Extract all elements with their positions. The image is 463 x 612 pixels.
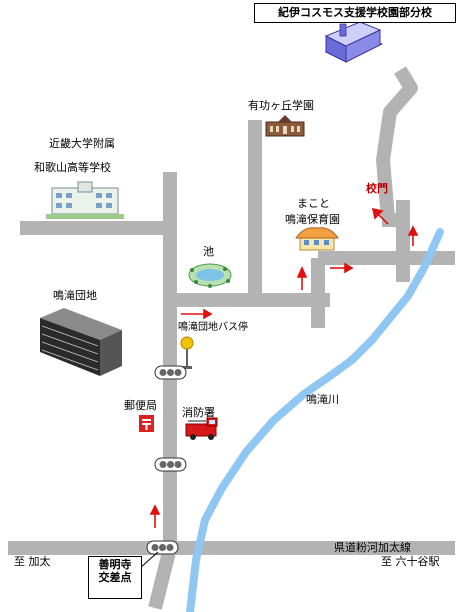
crossing-label-box: 善明寺 交差点 [88, 556, 142, 599]
nursery-building-icon [295, 227, 339, 251]
bus-stop-sign-icon [180, 336, 194, 369]
signal-busstop [154, 365, 187, 380]
arrow-north-nursery [296, 266, 308, 290]
arrow-east-road [330, 262, 354, 274]
label-school-gate: 校門 [366, 182, 388, 195]
crossing-label-line1: 善明寺 [98, 558, 132, 571]
label-kindai-line1: 近畿大学附属 [49, 137, 115, 150]
label-to-mutaya: 至 六十谷駅 [381, 555, 440, 568]
arrow-east-busstop [181, 308, 213, 320]
label-post-office: 郵便局 [124, 399, 157, 412]
post-office-mark-icon [139, 415, 154, 432]
label-prefectural-road: 県道粉河加太線 [334, 541, 411, 554]
river-line [186, 228, 444, 612]
roads [8, 66, 455, 610]
high-school-building-icon [46, 181, 124, 219]
road-main-south-end [148, 546, 177, 610]
arrow-north-gate [407, 225, 419, 246]
traffic-signal-icon [146, 365, 187, 555]
road-school-approach [376, 66, 418, 219]
label-kindai-line2: 和歌山高等学校 [34, 161, 111, 174]
label-pond: 池 [203, 245, 214, 258]
signal-fire-station [154, 457, 187, 472]
brick-building-icon [265, 115, 305, 137]
arrow-northwest-gate [371, 207, 389, 225]
map-title: 紀伊コスモス支援学校園部分校 [254, 3, 456, 23]
label-yukogaoka: 有功ヶ丘学園 [248, 99, 314, 112]
crossing-callout-line [139, 551, 159, 569]
label-river: 鳴滝川 [306, 393, 339, 406]
label-makoto-line1: まこと [297, 197, 330, 210]
label-makoto-line2: 鳴滝保育園 [285, 213, 340, 226]
signal-zenmyoji [146, 540, 179, 555]
crossing-label-line2: 交差点 [98, 571, 132, 584]
fire-engine-icon [185, 417, 218, 440]
label-to-kada: 至 加太 [14, 555, 51, 568]
school-building-icon [324, 21, 384, 63]
apartment-block-icon [40, 308, 122, 376]
pond-icon [188, 263, 232, 288]
label-narutaki-danchi: 鳴滝団地 [53, 289, 97, 302]
label-bus-stop: 鳴滝団地バス停 [178, 322, 248, 333]
route-arrows [149, 207, 419, 528]
arrow-north-crossing [149, 504, 161, 528]
label-fire-station: 消防署 [182, 406, 215, 419]
